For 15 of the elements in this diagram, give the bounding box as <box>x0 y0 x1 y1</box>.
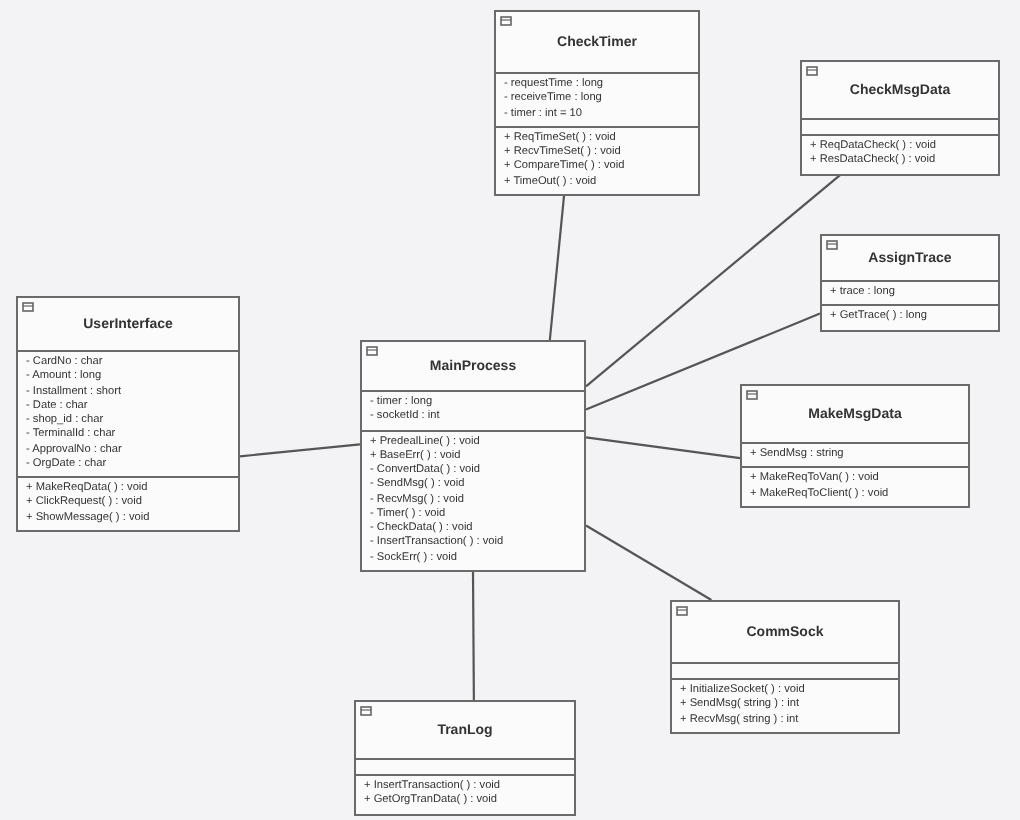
class-box <box>354 700 576 816</box>
association-line <box>585 436 741 460</box>
class-box <box>670 600 900 734</box>
class-box <box>494 10 700 196</box>
class-box <box>360 340 586 572</box>
association-line <box>548 195 566 341</box>
class-box <box>820 234 1000 332</box>
association-line <box>585 312 821 411</box>
association-line <box>239 443 361 458</box>
class-box <box>740 384 970 508</box>
class-box <box>800 60 1000 176</box>
class-box <box>16 296 240 532</box>
association-line <box>585 174 841 388</box>
association-line <box>471 571 475 700</box>
association-line <box>585 524 712 601</box>
